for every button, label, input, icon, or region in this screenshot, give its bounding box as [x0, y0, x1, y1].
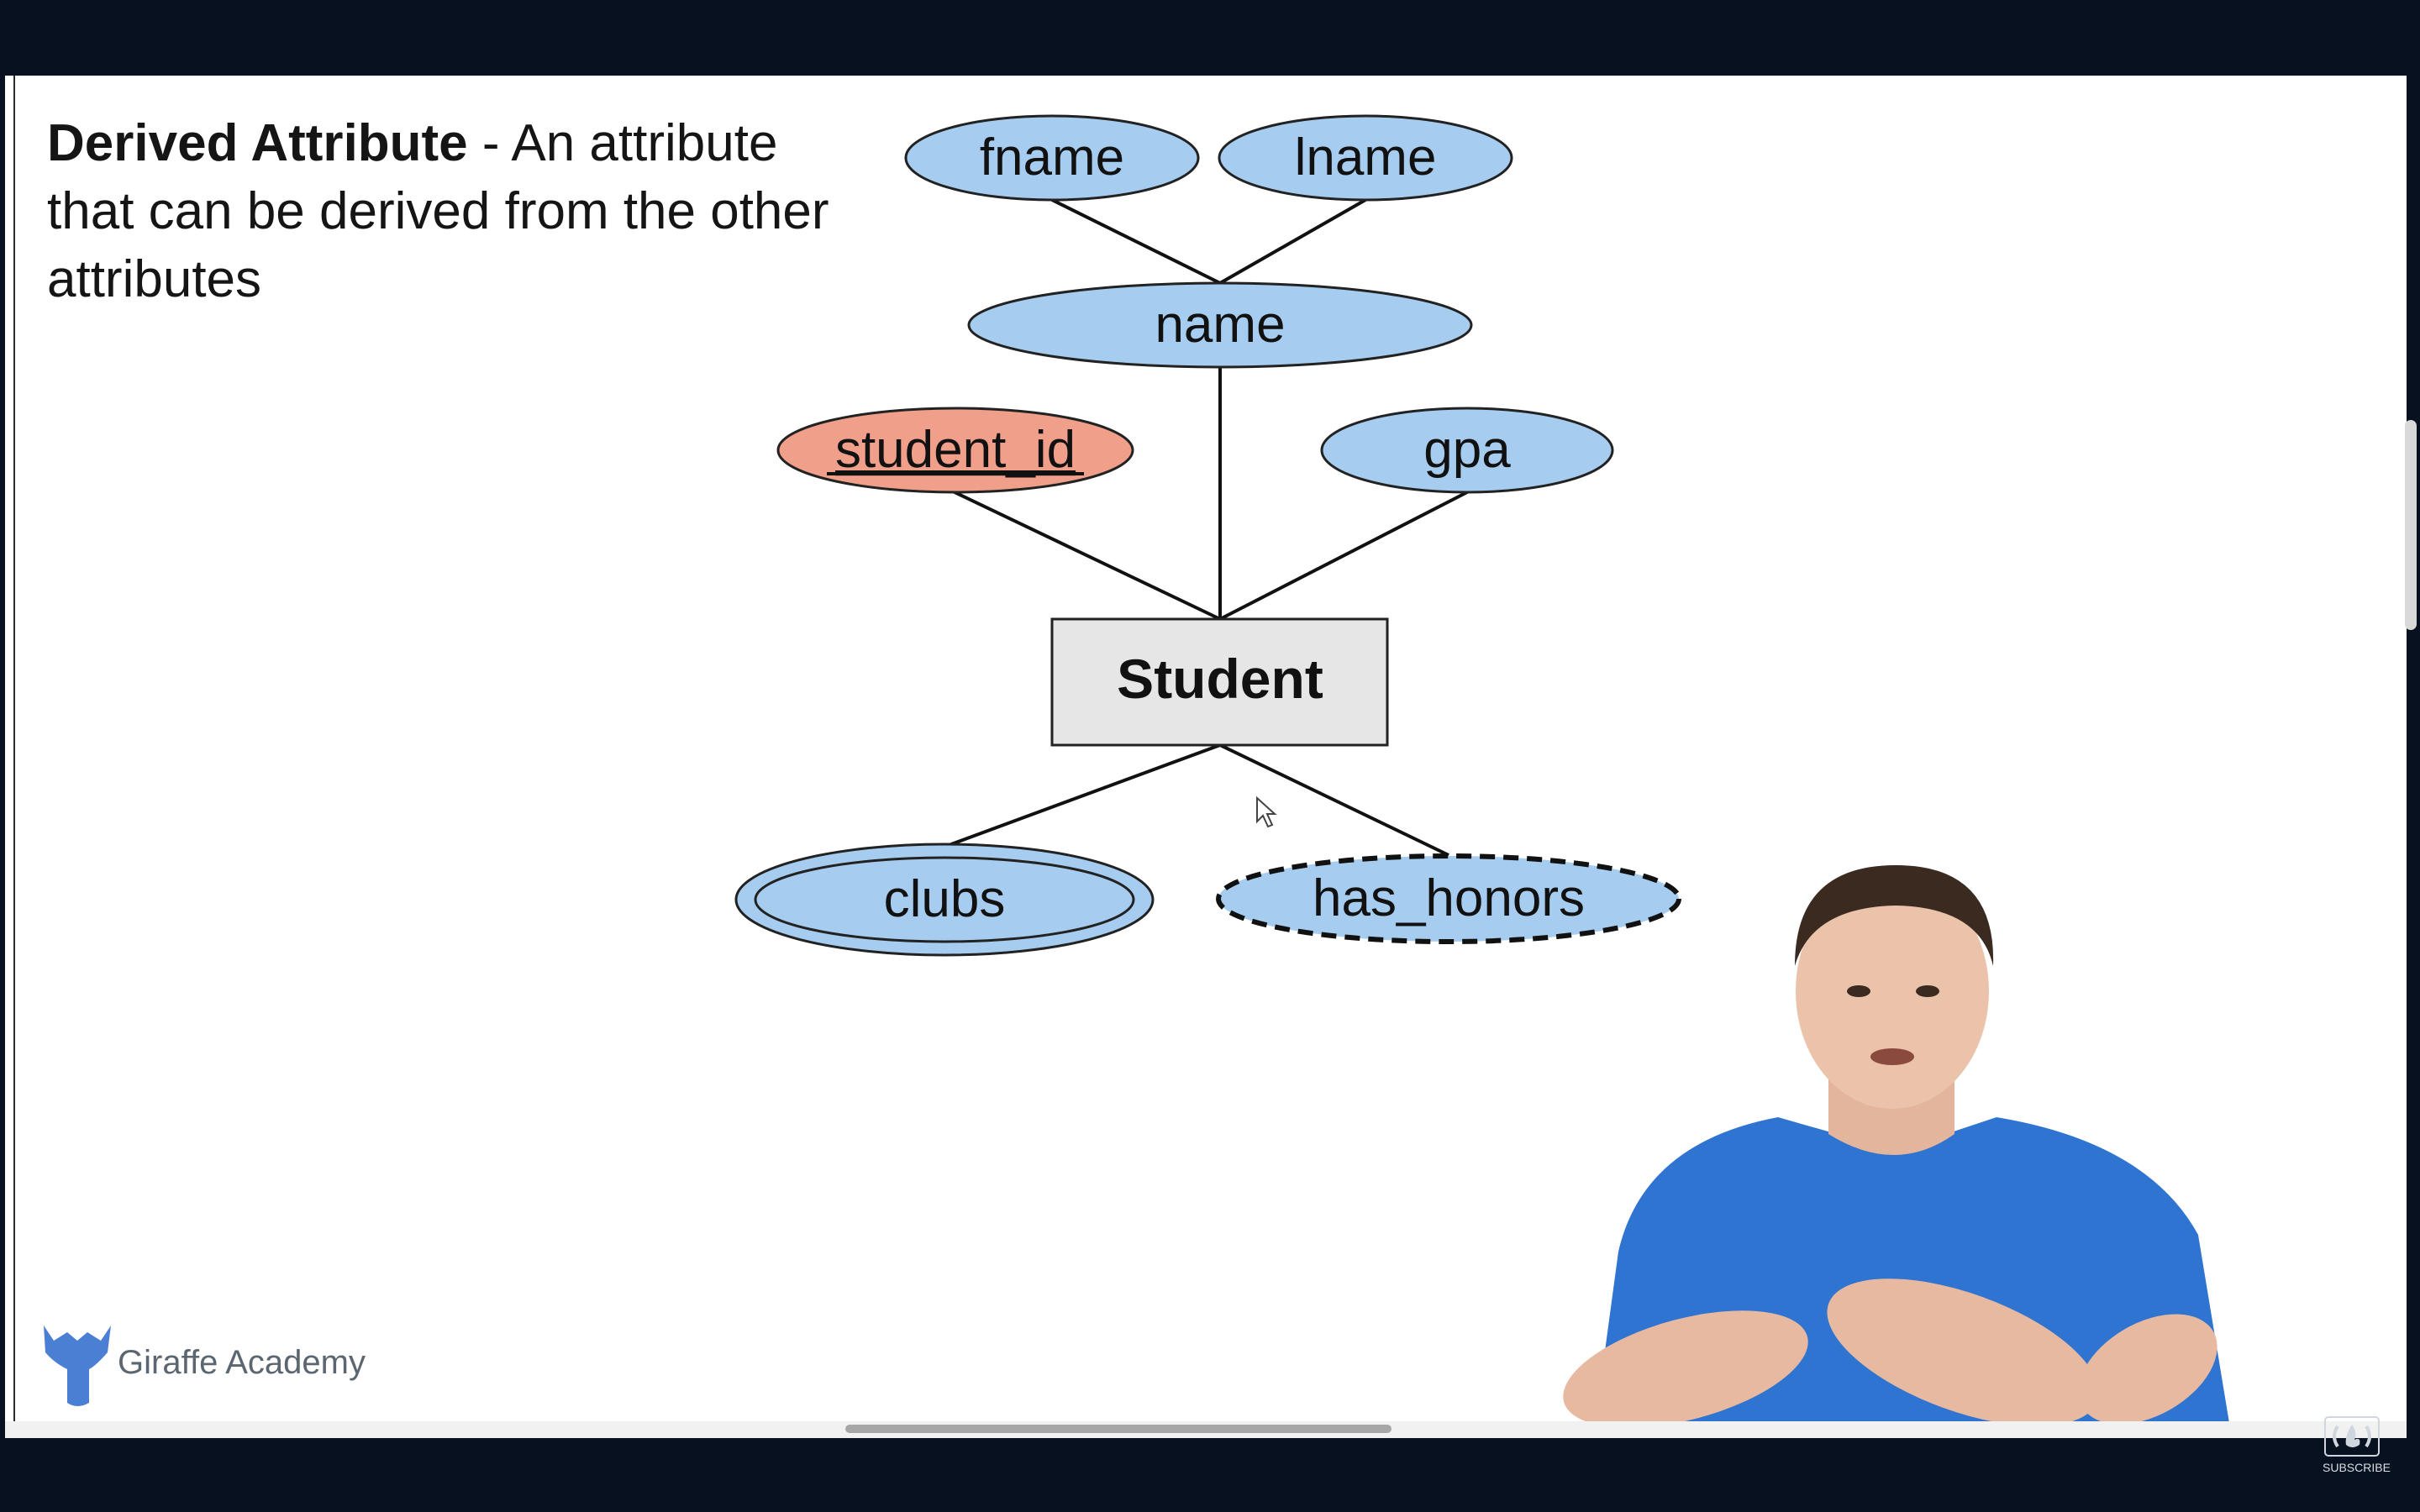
logo-text: Giraffe Academy	[118, 1343, 366, 1381]
connector-gpa-student	[1219, 491, 1468, 621]
presenter-hair	[1795, 865, 1994, 966]
presenter-eye-left	[1847, 985, 1870, 997]
attribute-gpa: gpa	[1320, 407, 1614, 494]
connector-student-clubs	[944, 743, 1221, 848]
entity-student-label: Student	[1117, 648, 1323, 710]
mouse-cursor-icon	[1256, 795, 1277, 828]
attribute-lname: lname	[1218, 114, 1513, 202]
attribute-fname-label: fname	[980, 129, 1124, 186]
presenter-mouth	[1870, 1048, 1914, 1065]
attribute-name: name	[967, 281, 1473, 369]
connector-student_id-student	[954, 491, 1221, 621]
presenter-hand-right	[1827, 1278, 2099, 1426]
slide-heading: Derived Attribute - An attribute that ca…	[47, 109, 854, 313]
horizontal-scrollbar-thumb[interactable]	[845, 1425, 1392, 1433]
slide-border	[13, 76, 15, 1438]
subscribe-button[interactable]: SUBSCRIBE	[2323, 1416, 2391, 1475]
vertical-scrollbar-thumb[interactable]	[2405, 420, 2417, 630]
presenter-head	[1796, 874, 1989, 1109]
derived-attribute-has_honors: has_honors	[1216, 853, 1681, 944]
connector-student-has_honors	[1219, 743, 1449, 857]
entity-student: Student	[1050, 617, 1389, 747]
attribute-gpa-label: gpa	[1423, 421, 1511, 479]
attribute-fname: fname	[904, 114, 1200, 202]
slide-canvas: Derived Attribute - An attribute that ca…	[5, 76, 2407, 1438]
attribute-has_honors-label: has_honors	[1313, 869, 1585, 927]
freecodecamp-icon	[2324, 1416, 2380, 1457]
heading-term: Derived Attribute	[47, 114, 468, 172]
multivalued-attribute-clubs: clubs	[734, 843, 1155, 957]
er-diagram: fname lname name student_id gpa Student	[734, 114, 1681, 957]
attribute-student_id-label: student_id	[835, 421, 1076, 479]
subscribe-label: SUBSCRIBE	[2323, 1461, 2391, 1474]
attribute-clubs-label: clubs	[884, 870, 1006, 928]
presenter-hand-left	[1563, 1310, 1808, 1428]
presenter-eye-right	[1916, 985, 1939, 997]
connector-lname-name	[1219, 198, 1366, 285]
giraffe-icon	[44, 1326, 111, 1406]
presenter-video	[1563, 865, 2232, 1438]
presenter-hand-far	[2078, 1314, 2217, 1425]
heading-definition: - An attribute that can be derived from …	[47, 114, 829, 308]
connector-fname-name	[1051, 198, 1221, 285]
key-attribute-student_id: student_id	[776, 407, 1134, 494]
attribute-lname-label: lname	[1295, 129, 1437, 186]
giraffe-academy-logo: Giraffe Academy	[34, 1315, 366, 1410]
diagram-connectors	[944, 198, 1468, 857]
attribute-name-label: name	[1155, 296, 1285, 354]
